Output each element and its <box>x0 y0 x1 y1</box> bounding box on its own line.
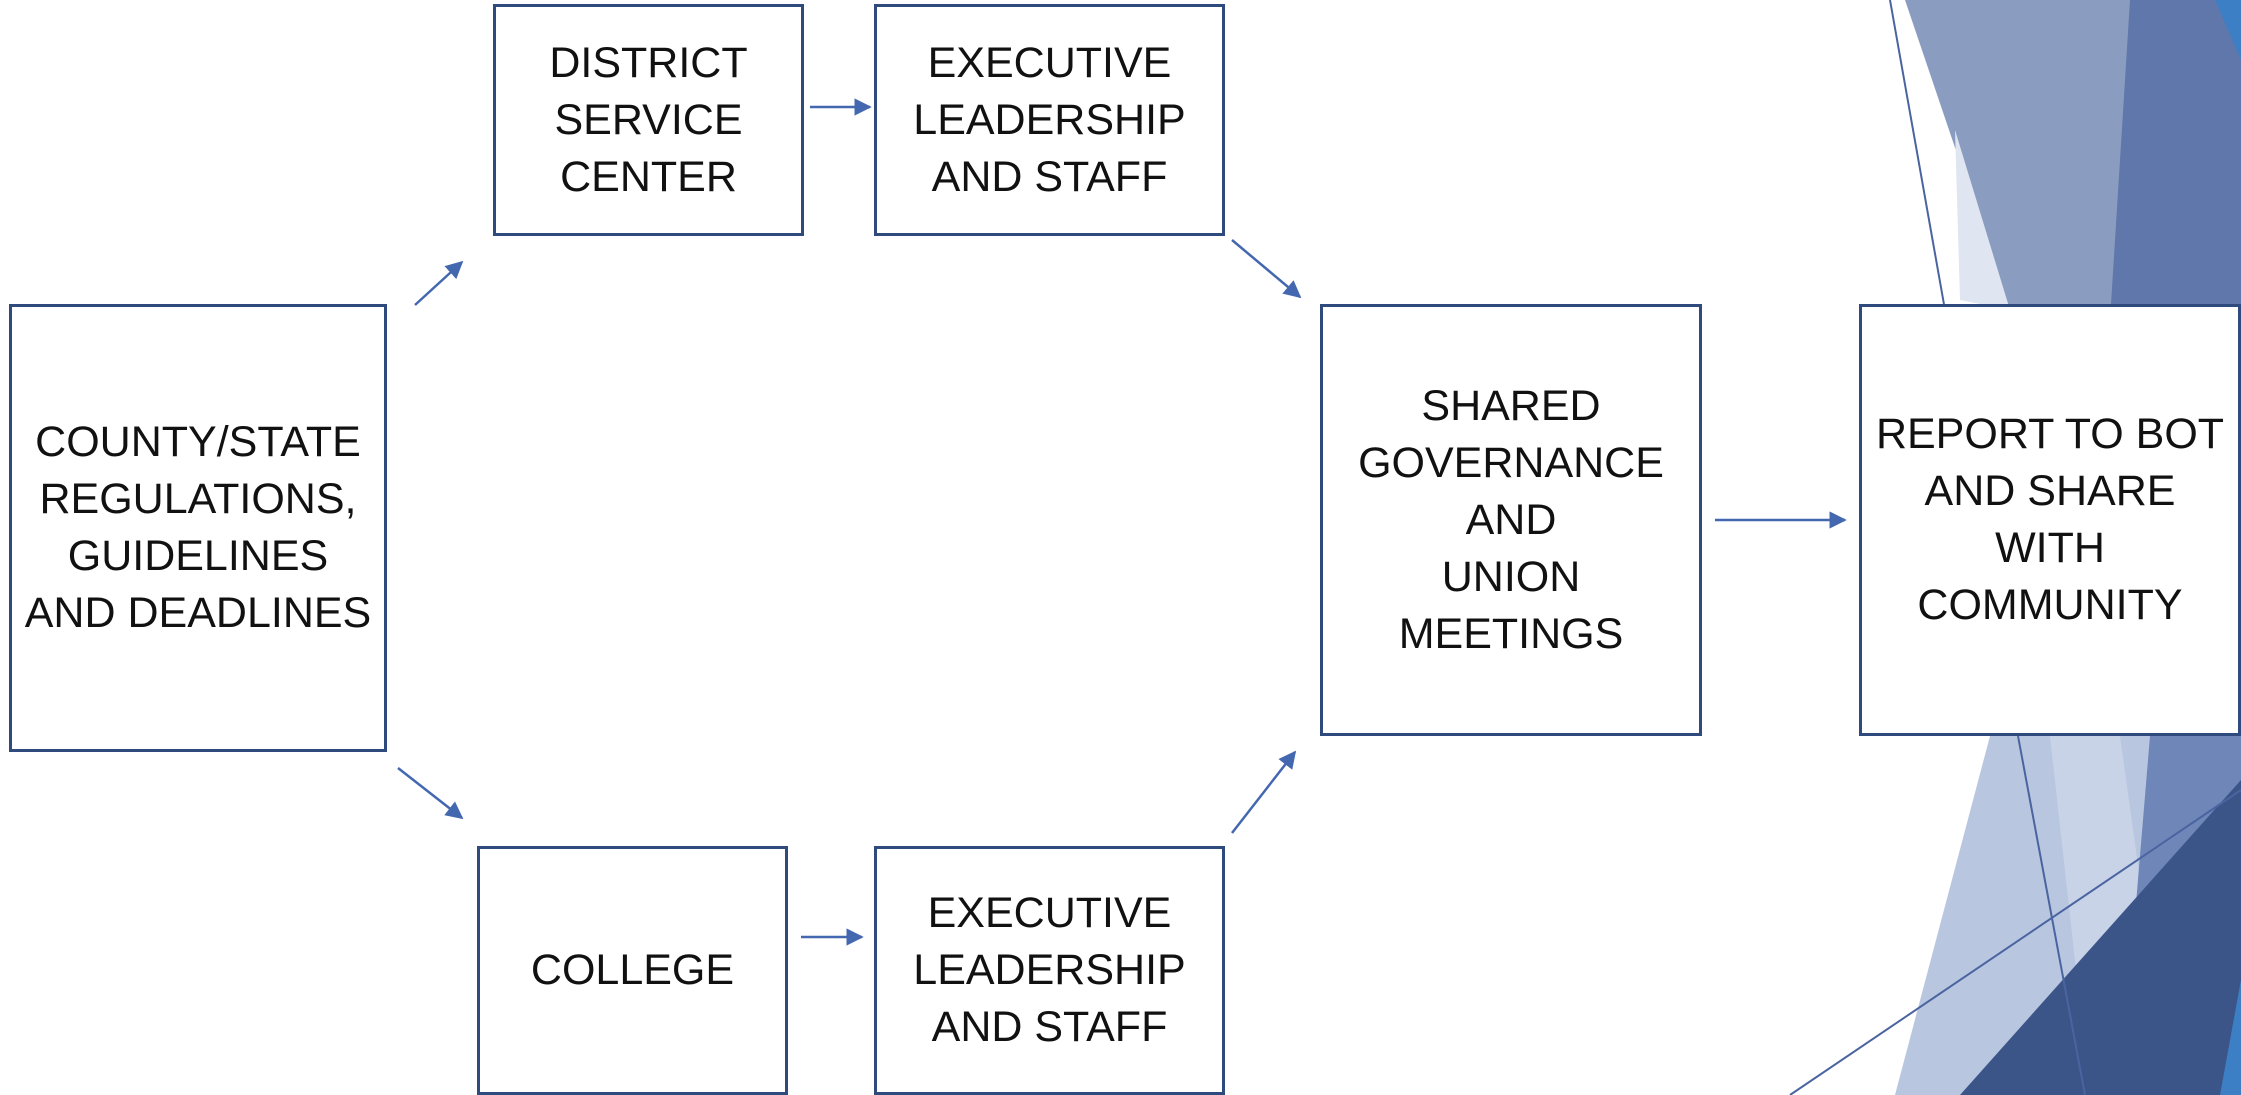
node-report-label: REPORT TO BOT AND SHARE WITH COMMUNITY <box>1875 410 2225 629</box>
node-college: COLLEGE <box>477 846 788 1095</box>
arrow-exec-bottom-to-shared <box>1231 750 1297 834</box>
decor-triangle-top-pale <box>1955 130 2010 310</box>
decor-triangle-bottom-dark <box>1960 780 2241 1095</box>
node-county-label: COUNTY/STATE REGULATIONS, GUIDELINES AND… <box>24 418 372 637</box>
node-exec-top-label: EXECUTIVE LEADERSHIP AND STAFF <box>913 38 1186 201</box>
decor-line-bottom-vertical <box>2017 735 2086 1095</box>
node-shared-governance: SHARED GOVERNANCE AND UNION MEETINGS <box>1320 304 1702 736</box>
node-executive-leadership-top: EXECUTIVE LEADERSHIP AND STAFF <box>874 4 1225 236</box>
decor-triangle-top-accent <box>2215 0 2241 60</box>
decor-triangle-bottom-accent <box>2220 980 2241 1095</box>
arrow-county-to-district <box>414 260 464 306</box>
node-exec-bottom-label: EXECUTIVE LEADERSHIP AND STAFF <box>913 889 1186 1051</box>
node-district-service-center: DISTRICT SERVICE CENTER <box>493 4 804 236</box>
node-county-state-regulations: COUNTY/STATE REGULATIONS, GUIDELINES AND… <box>9 304 387 752</box>
decor-line-bottom-diagonal <box>1789 789 2241 1095</box>
arrow-county-to-college <box>397 767 464 820</box>
node-district-label: DISTRICT SERVICE CENTER <box>549 38 748 201</box>
node-college-label: COLLEGE <box>530 946 735 994</box>
node-executive-leadership-bottom: EXECUTIVE LEADERSHIP AND STAFF <box>874 846 1225 1095</box>
decor-triangle-top-dark <box>2110 0 2241 330</box>
node-report-to-bot: REPORT TO BOT AND SHARE WITH COMMUNITY <box>1859 304 2241 736</box>
node-shared-label: SHARED GOVERNANCE AND UNION MEETINGS <box>1358 381 1664 658</box>
arrow-exec-top-to-shared <box>1231 239 1302 299</box>
decor-line-top <box>1889 0 1946 311</box>
